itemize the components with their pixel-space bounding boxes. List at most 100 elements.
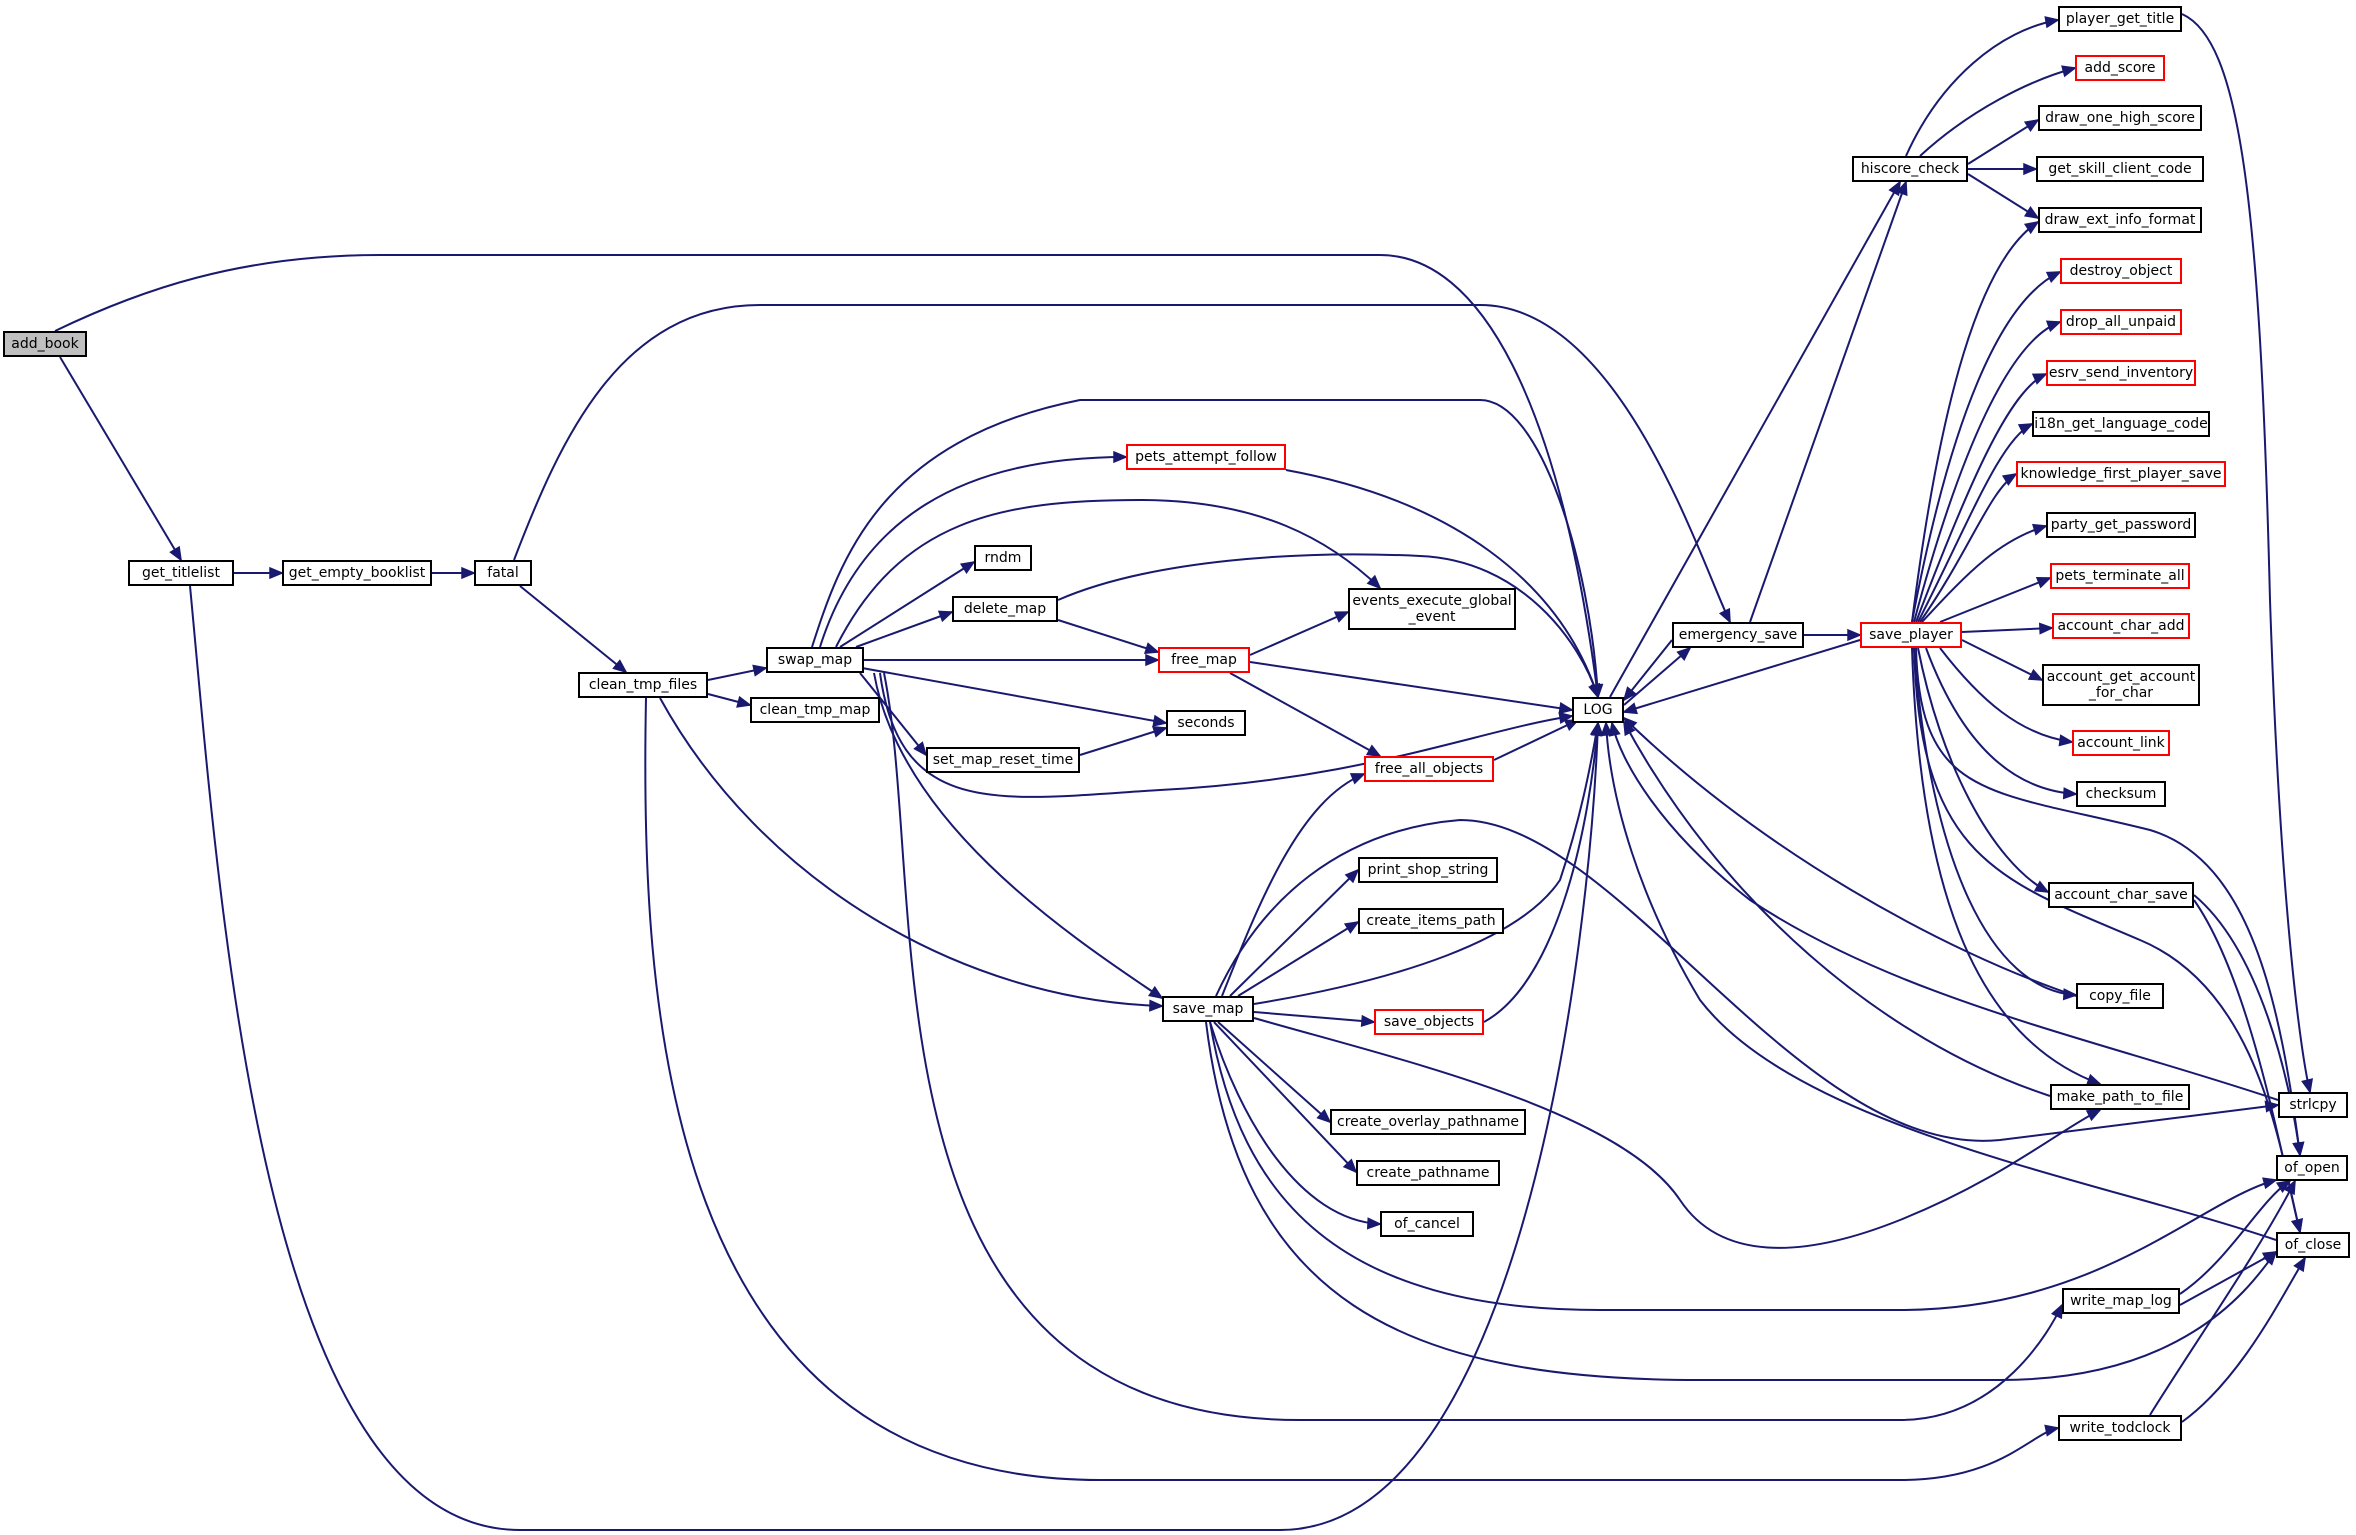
edge-arrowhead — [1147, 985, 1164, 1000]
node-pets-attempt-follow[interactable]: pets_attempt_follow — [1126, 444, 1286, 470]
edge-swap_map-to-LOG — [879, 672, 1573, 798]
node-destroy-object[interactable]: destroy_object — [2060, 258, 2182, 284]
node-delete-map[interactable]: delete_map — [952, 596, 1058, 622]
edge-arrowhead — [2035, 577, 2052, 589]
node-clean-tmp-files[interactable]: clean_tmp_files — [578, 672, 708, 698]
edge-arrowhead — [2023, 162, 2038, 176]
node-emergency-save[interactable]: emergency_save — [1672, 622, 1804, 648]
node-create-pathname[interactable]: create_pathname — [1356, 1160, 1500, 1186]
edge-write_map_log-to-of_close — [2179, 1251, 2277, 1306]
edge-save_player-to-make_path_to_file — [1911, 647, 2101, 1085]
node-save-player[interactable]: save_player — [1860, 622, 1962, 648]
edge-arrowhead — [1895, 180, 1908, 197]
edge-arrowhead — [2044, 16, 2060, 29]
edge-save_player-to-pets_terminate_all — [1939, 577, 2051, 623]
edge-arrowhead — [1608, 721, 1621, 737]
node-of-cancel[interactable]: of_cancel — [1380, 1211, 1474, 1237]
node-rndm[interactable]: rndm — [974, 545, 1032, 571]
node-events-execute-global-event[interactable]: events_execute_global _event — [1348, 588, 1516, 630]
node-copy-file[interactable]: copy_file — [2076, 983, 2164, 1009]
node-checksum[interactable]: checksum — [2076, 781, 2166, 807]
edge-save_map-to-create_items_path — [1237, 921, 1359, 997]
node-swap-map[interactable]: swap_map — [766, 647, 864, 673]
node-account-link[interactable]: account_link — [2072, 730, 2170, 756]
edge-strlcpy-to-LOG — [1611, 722, 2279, 1101]
edge-LOG-to-hiscore_check — [1609, 181, 1901, 698]
edge-arrowhead — [1342, 1158, 1358, 1174]
edge-save_player-to-account_link — [1939, 647, 2073, 743]
edge-arrowhead — [169, 545, 182, 562]
node-get-empty-booklist[interactable]: get_empty_booklist — [282, 560, 432, 586]
node-save-map[interactable]: save_map — [1162, 996, 1254, 1022]
node-i18n-get-language-code[interactable]: i18n_get_language_code — [2032, 411, 2210, 437]
node-player-get-title[interactable]: player_get_title — [2058, 6, 2182, 32]
node-create-items-path[interactable]: create_items_path — [1358, 908, 1504, 934]
node-of-open[interactable]: of_open — [2276, 1155, 2348, 1181]
edge-hiscore_check-to-draw_one_high_score — [1967, 119, 2039, 165]
node-add-score[interactable]: add_score — [2075, 55, 2165, 81]
node-fatal[interactable]: fatal — [474, 560, 532, 586]
edge-save_map-to-LOG — [1253, 722, 1599, 1005]
edge-arrowhead — [1149, 999, 1164, 1012]
node-draw-one-high-score[interactable]: draw_one_high_score — [2038, 105, 2202, 131]
edge-arrowhead — [1588, 682, 1600, 699]
node-strlcpy[interactable]: strlcpy — [2278, 1092, 2348, 1118]
node-free-map[interactable]: free_map — [1158, 647, 1250, 673]
node-get-titlelist[interactable]: get_titlelist — [128, 560, 234, 586]
edge-LOG-to-emergency_save — [1623, 647, 1691, 706]
node-knowledge-first-player-save[interactable]: knowledge_first_player_save — [2016, 461, 2226, 487]
edge-arrowhead — [736, 695, 752, 708]
node-drop-all-unpaid[interactable]: drop_all_unpaid — [2060, 309, 2182, 335]
edge-swap_map-to-seconds — [861, 667, 1167, 724]
node-add-book: add_book — [3, 331, 87, 357]
node-write-map-log[interactable]: write_map_log — [2062, 1288, 2180, 1314]
node-seconds[interactable]: seconds — [1166, 710, 1246, 736]
edge-arrowhead — [2085, 1109, 2102, 1122]
node-draw-ext-info-format[interactable]: draw_ext_info_format — [2038, 207, 2202, 233]
edge-save_player-to-party_get_password — [1921, 525, 2047, 623]
edge-arrowhead — [2283, 1179, 2296, 1196]
edge-arrowhead — [1343, 920, 1360, 934]
node-print-shop-string[interactable]: print_shop_string — [1358, 857, 1498, 883]
node-save-objects[interactable]: save_objects — [1374, 1009, 1484, 1035]
edge-arrowhead — [612, 659, 628, 674]
edge-swap_map-to-pets_attempt_follow — [819, 456, 1127, 648]
node-account-get-account-for-char[interactable]: account_get_account _for_char — [2042, 664, 2200, 706]
edge-save_map-to-strlcpy — [1215, 818, 2279, 1142]
edge-arrowhead — [2001, 472, 2018, 486]
edge-save_objects-to-LOG — [1483, 722, 1599, 1023]
node-party-get-password[interactable]: party_get_password — [2046, 512, 2196, 538]
node-set-map-reset-time[interactable]: set_map_reset_time — [926, 747, 1080, 773]
node-create-overlay-pathname[interactable]: create_overlay_pathname — [1330, 1109, 1526, 1135]
node-account-char-save[interactable]: account_char_save — [2048, 882, 2194, 908]
edge-arrowhead — [269, 566, 284, 580]
node-clean-tmp-map[interactable]: clean_tmp_map — [750, 697, 880, 723]
edge-write_todclock-to-of_close — [2181, 1257, 2306, 1423]
edge-save_player-to-of_open — [1915, 647, 2301, 1156]
edge-swap_map-to-rndm — [839, 561, 975, 648]
node-of-close[interactable]: of_close — [2276, 1232, 2350, 1258]
edge-arrowhead — [2032, 523, 2048, 536]
node-account-char-add[interactable]: account_char_add — [2052, 613, 2190, 639]
edge-save_player-to-i18n_get_language_code — [1917, 423, 2033, 623]
node-write-todclock[interactable]: write_todclock — [2058, 1415, 2182, 1441]
edge-account_char_save-to-of_close — [2193, 899, 2301, 1233]
edge-account_char_save-to-of_open — [2193, 894, 2301, 1156]
edge-arrowhead — [1152, 725, 1168, 738]
edge-fatal-to-clean_tmp_files — [519, 585, 627, 673]
edge-arrowhead — [1333, 611, 1350, 623]
edge-save_map-to-make_path_to_file — [1253, 1017, 2101, 1249]
edge-arrowhead — [2038, 622, 2054, 635]
edge-swap_map-to-delete_map — [855, 611, 953, 648]
node-hiscore-check[interactable]: hiscore_check — [1852, 156, 1968, 182]
node-free-all-objects[interactable]: free_all_objects — [1364, 756, 1494, 782]
node-esrv-send-inventory[interactable]: esrv_send_inventory — [2046, 360, 2196, 386]
node-pets-terminate-all[interactable]: pets_terminate_all — [2050, 563, 2190, 589]
edge-arrowhead — [2027, 668, 2044, 681]
edge-set_map_reset_time-to-seconds — [1079, 727, 1167, 756]
node-make-path-to-file[interactable]: make_path_to_file — [2050, 1084, 2190, 1110]
edge-free_map-to-events_execute_global_event — [1249, 611, 1349, 656]
node-log[interactable]: LOG — [1572, 697, 1624, 723]
node-get-skill-client-code[interactable]: get_skill_client_code — [2036, 156, 2204, 182]
